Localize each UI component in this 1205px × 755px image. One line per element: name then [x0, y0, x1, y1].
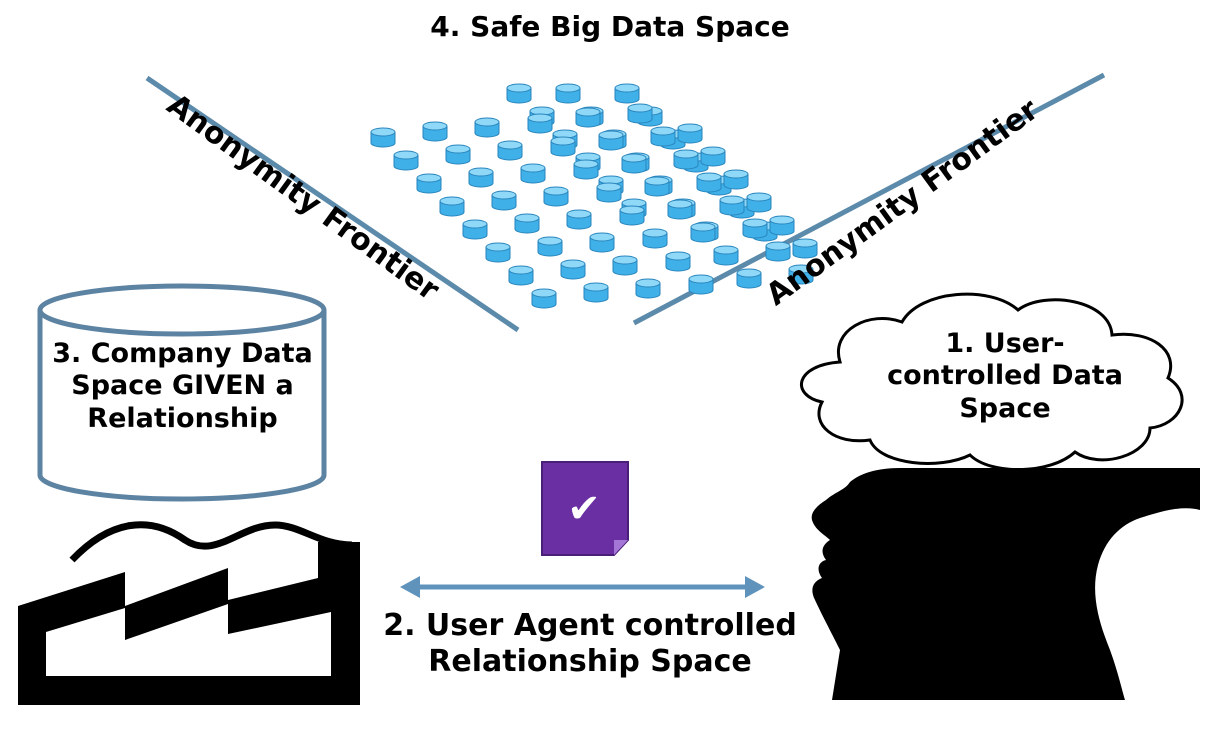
data-cylinder-cap	[543, 186, 569, 196]
data-cylinder-cap	[723, 169, 749, 179]
data-cylinder-cap	[621, 153, 647, 163]
agreement-sticky-note	[541, 461, 629, 556]
data-cylinder-cap	[690, 222, 716, 232]
data-cylinder-cap	[765, 241, 791, 251]
human-head-silhouette	[772, 468, 1205, 700]
data-cylinder-cap	[627, 103, 653, 113]
data-cylinder-cap	[769, 215, 795, 225]
safe-big-data-space-title: 4. Safe Big Data Space	[430, 10, 790, 43]
data-cylinder-cap	[619, 205, 645, 215]
data-cylinder-cap	[696, 172, 722, 182]
data-cylinder-cap	[370, 127, 396, 137]
data-cylinder-cap	[462, 219, 488, 229]
data-cylinder-cap	[788, 264, 814, 274]
data-cylinder-cap	[393, 150, 419, 160]
data-cylinder-cap	[665, 251, 691, 261]
data-cylinder-cap	[508, 265, 534, 275]
data-cylinder-cap	[520, 163, 546, 173]
data-cylinder-cap	[596, 182, 622, 192]
data-cylinder-cap	[614, 83, 640, 93]
data-cylinder-cap	[575, 107, 601, 117]
check-mark-icon: ✔	[567, 486, 601, 532]
data-cylinder-cap	[566, 209, 592, 219]
data-cylinder-cap	[688, 274, 714, 284]
data-cylinder-cap	[468, 167, 494, 177]
data-cylinder-cap	[583, 282, 609, 292]
data-cylinder-cap	[589, 232, 615, 242]
data-cylinder-cap	[612, 255, 638, 265]
big-data-cylinder-grid	[370, 83, 818, 309]
company-data-space-label: 3. Company Data Space GIVEN a Relationsh…	[52, 338, 313, 434]
data-cylinder-cap	[531, 288, 557, 298]
data-cylinder-cap	[491, 190, 517, 200]
data-cylinder-cap	[700, 146, 726, 156]
data-cylinder-cap	[439, 196, 465, 206]
data-cylinder-cap	[642, 228, 668, 238]
data-cylinder-cap	[746, 192, 772, 202]
data-cylinder-cap	[485, 242, 511, 252]
data-cylinder-cap	[644, 176, 670, 186]
data-cylinder-cap	[598, 130, 624, 140]
data-cylinder-cap	[497, 140, 523, 150]
data-cylinder-cap	[742, 218, 768, 228]
data-cylinder-cap	[573, 159, 599, 169]
data-cylinder-cap	[560, 259, 586, 269]
relationship-double-arrow	[400, 576, 765, 598]
data-cylinder-cap	[635, 278, 661, 288]
data-cylinder-cap	[537, 236, 563, 246]
company-database-icon	[37, 283, 327, 502]
factory-icon	[18, 521, 360, 705]
user-agent-relationship-space-label: 2. User Agent controlled Relationship Sp…	[383, 608, 797, 679]
data-cylinder-cap	[677, 123, 703, 133]
thought-cloud-icon	[800, 292, 1184, 472]
data-cylinder-cap	[673, 149, 699, 159]
data-cylinder-cap	[719, 195, 745, 205]
data-cylinder-cap	[445, 144, 471, 154]
data-cylinder-cap	[555, 83, 581, 93]
data-cylinder-cap	[713, 245, 739, 255]
data-cylinder-cap	[650, 126, 676, 136]
data-cylinder-cap	[792, 238, 818, 248]
data-cylinder-cap	[422, 121, 448, 131]
data-cylinder-cap	[514, 213, 540, 223]
data-cylinder-cap	[527, 113, 553, 123]
data-cylinder-cap	[667, 199, 693, 209]
data-cylinder-cap	[506, 83, 532, 93]
user-controlled-data-space-label: 1. User-controlled Data Space	[887, 328, 1123, 424]
data-cylinder-cap	[416, 173, 442, 183]
data-cylinder-cap	[736, 268, 762, 278]
frontier-line-left	[145, 75, 520, 333]
data-cylinder-cap	[474, 117, 500, 127]
data-cylinder-cap	[550, 136, 576, 146]
